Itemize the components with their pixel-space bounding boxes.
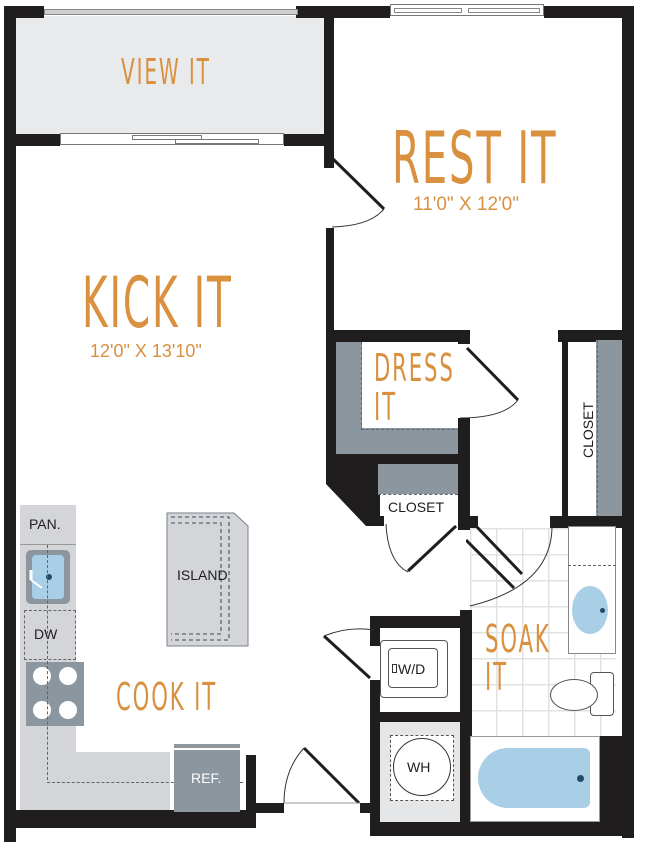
- wall: [256, 803, 284, 813]
- shelf-line: [361, 429, 460, 430]
- room-label-rest-it: REST IT: [392, 116, 558, 200]
- drain: [46, 574, 52, 580]
- burner: [59, 667, 77, 685]
- wall: [324, 6, 334, 146]
- room-label-view-it: VIEW IT: [121, 52, 211, 93]
- wall: [326, 454, 470, 464]
- pantry-label: PAN.: [29, 516, 61, 532]
- washer-dryer-indicator: [392, 664, 397, 673]
- refrigerator-top: [174, 744, 240, 748]
- wall: [4, 134, 60, 146]
- wall: [550, 516, 628, 528]
- wall: [284, 134, 334, 146]
- bathtub-basin: [478, 748, 590, 808]
- vanity-edge: [568, 565, 616, 566]
- room-label-soak-it-line1: SOAK: [485, 617, 551, 661]
- toilet-bowl: [550, 679, 598, 711]
- sliding-door-panel: [175, 139, 259, 144]
- shelf-line: [597, 340, 598, 518]
- wall: [246, 755, 256, 828]
- wall: [370, 616, 470, 628]
- wall: [370, 680, 380, 830]
- burner: [33, 701, 51, 719]
- drain: [600, 608, 605, 613]
- hall-closet-door[interactable]: [380, 516, 470, 576]
- wall: [622, 6, 634, 838]
- wall: [370, 822, 634, 836]
- hall-closet-label: CLOSET: [388, 499, 445, 515]
- washer-dryer-label: W/D: [398, 661, 426, 677]
- wall: [370, 712, 470, 722]
- wall: [334, 6, 390, 18]
- wall: [370, 516, 384, 526]
- wall: [544, 6, 634, 18]
- wall: [4, 6, 16, 842]
- washer-dryer-inner: [388, 648, 438, 688]
- room-label-kick-it: KICK IT: [82, 262, 233, 344]
- wall: [326, 228, 334, 332]
- drain: [577, 775, 584, 782]
- wall: [600, 736, 624, 826]
- wall: [562, 340, 568, 520]
- balcony-floor: [15, 16, 325, 134]
- faucet: [29, 570, 43, 589]
- burner: [59, 701, 77, 719]
- room-label-soak-it-line2: IT: [485, 655, 508, 699]
- sliding-door-panel: [132, 135, 202, 140]
- closet-shelf: [378, 464, 458, 494]
- wall-angle: [326, 454, 380, 526]
- wall: [558, 330, 628, 342]
- water-heater: [393, 738, 451, 796]
- wall: [370, 616, 380, 646]
- room-label-dress-it-line1: DRESS: [374, 346, 455, 390]
- kitchen-island: [166, 512, 249, 647]
- wall: [324, 146, 334, 168]
- dress-it-door[interactable]: [458, 340, 522, 420]
- bedroom-door[interactable]: [326, 156, 390, 236]
- closet-shelf: [596, 340, 622, 518]
- shelf-line: [378, 494, 458, 495]
- dishwasher-label: DW: [34, 626, 58, 642]
- counter-edge: [47, 545, 48, 780]
- room-label-cook-it: COOK IT: [116, 675, 218, 719]
- island-label: ISLAND: [177, 567, 228, 583]
- wall: [458, 516, 478, 528]
- entry-door[interactable]: [280, 745, 364, 807]
- window-pane: [468, 8, 540, 13]
- wall: [360, 803, 372, 813]
- closet-shelf: [336, 428, 460, 454]
- wall: [4, 810, 256, 828]
- counter-edge: [47, 782, 243, 783]
- wall: [326, 330, 470, 342]
- room-label-dress-it-line2: IT: [374, 385, 397, 429]
- closet-shelf: [336, 342, 362, 436]
- balcony-railing: [44, 9, 298, 15]
- wall: [458, 418, 470, 530]
- pantry: [20, 505, 76, 545]
- shelf-line: [361, 342, 362, 430]
- refrigerator: [174, 750, 240, 812]
- room-dimensions-kick-it: 12'0" X 13'10": [90, 341, 202, 361]
- burner: [33, 667, 51, 685]
- bedroom-window: [390, 4, 544, 16]
- kitchen-counter: [20, 752, 170, 810]
- window-pane: [394, 8, 462, 13]
- water-heater-label: WH: [407, 759, 431, 775]
- wall: [458, 330, 470, 344]
- dishwasher: [24, 610, 76, 660]
- bedroom-closet-label: CLOSET: [580, 402, 596, 459]
- bathroom-door[interactable]: [466, 520, 556, 610]
- refrigerator-label: REF.: [191, 770, 222, 786]
- wall: [326, 330, 336, 460]
- room-dimensions-rest-it: 11'0" X 12'0": [413, 194, 519, 215]
- laundry-door[interactable]: [318, 622, 380, 682]
